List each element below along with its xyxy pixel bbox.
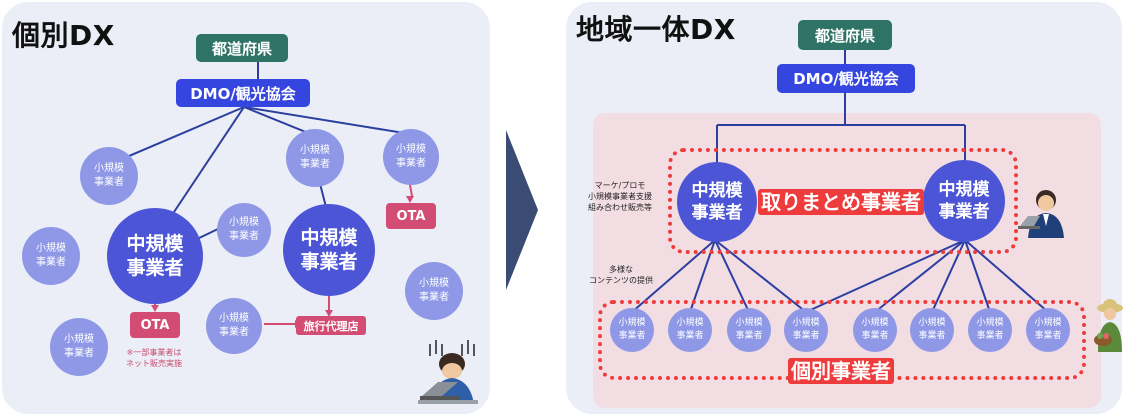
support-note: マーケ/プロモ 小規模事業者支援 組み合わせ販売等: [588, 181, 652, 212]
left-small-node: 小規模 事業者: [22, 227, 80, 285]
right-small-node: 小規模 事業者: [610, 308, 654, 352]
right-medium-node: 中規模 事業者: [677, 162, 757, 242]
right-medium-node: 中規模 事業者: [923, 160, 1005, 242]
right-dmo-box: DMO/観光協会: [777, 64, 915, 93]
left-small-node: 小規模 事業者: [286, 129, 344, 187]
right-small-node: 小規模 事業者: [910, 308, 954, 352]
left-ota-box: OTA: [386, 203, 436, 229]
left-small-node: 小規模 事業者: [405, 262, 463, 320]
individual-label: 個別事業者: [788, 358, 894, 384]
aggregator-label: 取りまとめ事業者: [758, 189, 924, 215]
right-small-node: 小規模 事業者: [968, 308, 1012, 352]
right-heading: 地域一体DX: [576, 13, 736, 46]
left-small-node: 小規模 事業者: [206, 298, 262, 354]
left-small-node: 小規模 事業者: [50, 318, 108, 376]
right-small-node: 小規模 事業者: [668, 308, 712, 352]
left-dmo-box: DMO/観光協会: [176, 79, 310, 107]
content-note: 多様な コンテンツの提供: [589, 265, 653, 285]
stressed-worker-icon: [418, 340, 478, 404]
left-small-node: 小規模 事業者: [217, 203, 271, 257]
chevron-right-icon: [506, 130, 538, 290]
left-heading: 個別DX: [12, 19, 115, 52]
aggregator-group: [668, 148, 1018, 254]
right-small-node: 小規模 事業者: [784, 308, 828, 352]
left-small-node: 小規模 事業者: [80, 147, 138, 205]
left-small-node: 小規模 事業者: [383, 129, 439, 185]
farmer-icon: [1094, 299, 1123, 352]
right-small-node: 小規模 事業者: [727, 308, 771, 352]
left-medium-node: 中規模 事業者: [107, 208, 203, 304]
left-ota-box: OTA: [130, 312, 180, 338]
right-prefecture-box: 都道府県: [798, 20, 892, 50]
right-small-node: 小規模 事業者: [853, 308, 897, 352]
left-medium-node: 中規模 事業者: [283, 204, 375, 296]
left-footnote: ※一部事業者は ネット販売実施: [126, 348, 182, 368]
travel-agency-box: 旅行代理店: [296, 316, 366, 335]
office-worker-icon: [1018, 190, 1064, 238]
left-prefecture-box: 都道府県: [196, 34, 288, 62]
right-small-node: 小規模 事業者: [1026, 308, 1070, 352]
